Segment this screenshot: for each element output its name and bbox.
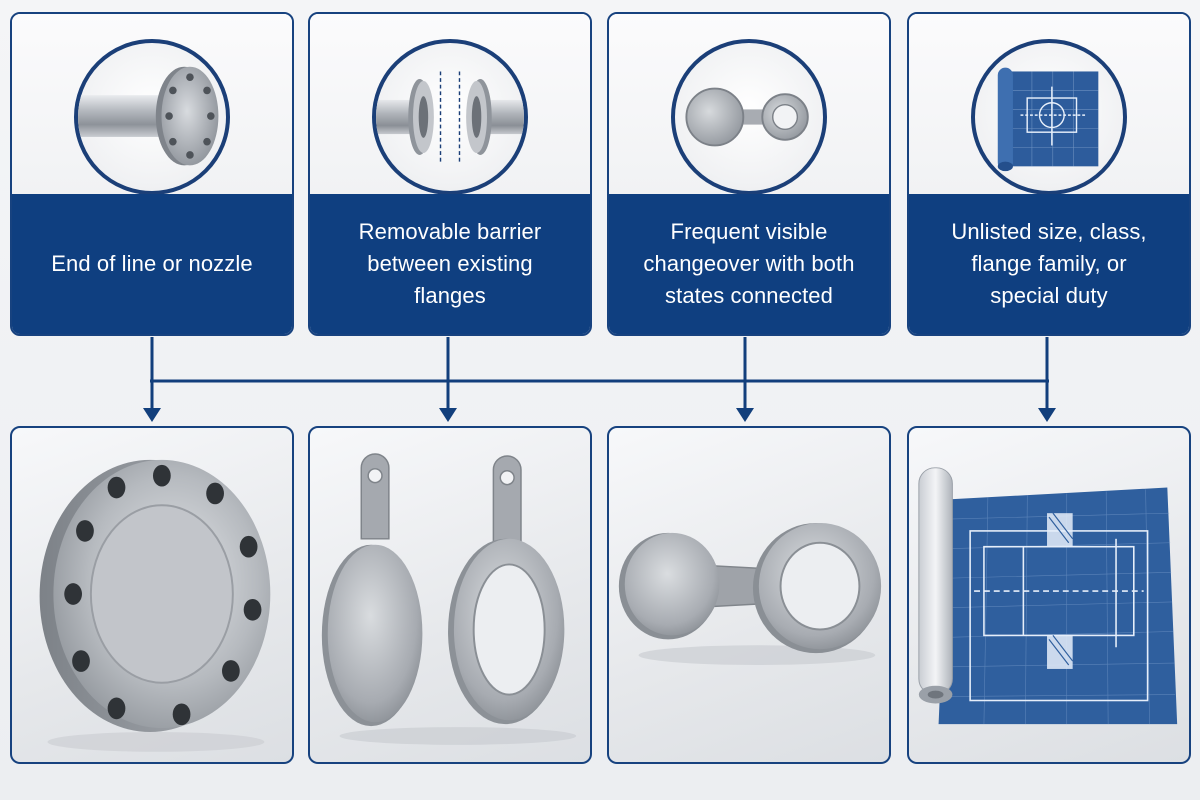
engineered-drawing-image — [907, 426, 1191, 764]
criterion-label: Removable barrier between existing flang… — [358, 219, 542, 308]
spacer-between-flanges-icon — [372, 39, 528, 195]
pipe-with-flange-icon — [74, 39, 230, 195]
criterion-label: Frequent visible changeover with both st… — [643, 219, 855, 308]
criterion-card-removable-barrier: Removable barrier between existing flang… — [308, 12, 592, 336]
criterion-card-unlisted-size: Unlisted size, class, flange family, or … — [907, 12, 1191, 336]
spectacle-blind-icon — [671, 39, 827, 195]
criterion-card-end-of-line: End of line or nozzle — [10, 12, 294, 336]
spectacle-blind-image — [607, 426, 891, 764]
criterion-label-band: Unlisted size, class, flange family, or … — [909, 194, 1189, 334]
criterion-label-band: Removable barrier between existing flang… — [310, 194, 590, 334]
criterion-label-band: End of line or nozzle — [12, 194, 292, 334]
paddle-blank-and-spacer-image — [308, 426, 592, 764]
criterion-card-frequent-changeover: Frequent visible changeover with both st… — [607, 12, 891, 336]
criterion-label: Unlisted size, class, flange family, or … — [951, 219, 1147, 308]
criterion-label-band: Frequent visible changeover with both st… — [609, 194, 889, 334]
criterion-label: End of line or nozzle — [51, 251, 253, 277]
blueprint-roll-icon — [971, 39, 1127, 195]
blind-flange-image — [10, 426, 294, 764]
